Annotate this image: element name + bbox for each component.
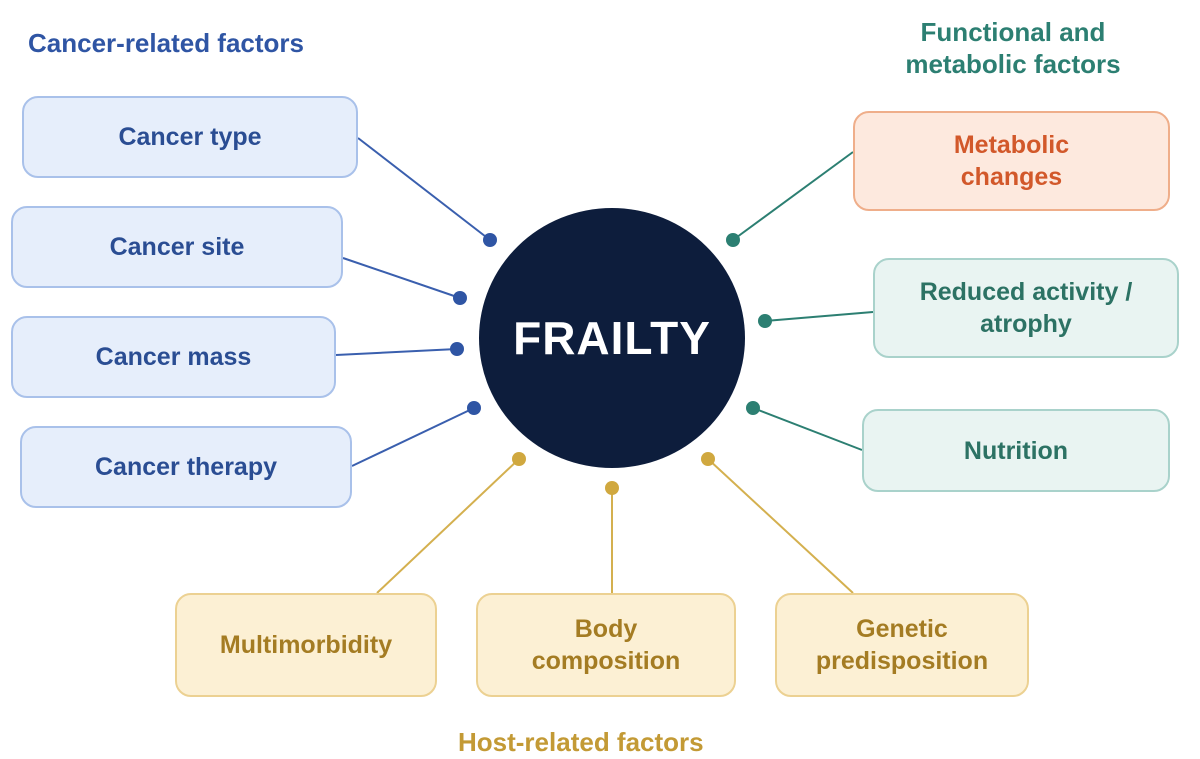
box-cancer-mass-label: Cancer mass	[95, 343, 252, 371]
box-cancer-mass: Cancer mass	[11, 316, 336, 398]
box-body-line1: Body	[574, 615, 638, 643]
heading-host-related: Host-related factors	[458, 727, 704, 757]
box-genetic-line1: Genetic	[856, 615, 948, 643]
box-nutrition: Nutrition	[862, 409, 1170, 492]
box-multimorbidity-label: Multimorbidity	[219, 631, 393, 659]
frailty-hub: FRAILTY	[479, 208, 745, 468]
box-cancer-type: Cancer type	[22, 96, 358, 178]
connector-nutrition	[752, 407, 863, 451]
connector-dot-nutrition	[746, 401, 760, 415]
heading-cancer-related: Cancer-related factors	[28, 28, 304, 58]
box-cancer-type-label: Cancer type	[118, 123, 262, 151]
connector-dot-body-composition	[605, 481, 619, 495]
connector-dot-multimorbidity	[512, 452, 526, 466]
connector-metabolic	[732, 151, 854, 241]
box-body-line2: composition	[531, 647, 681, 675]
box-multimorbidity: Multimorbidity	[175, 593, 437, 697]
heading-functional-line2: metabolic factors	[905, 49, 1121, 79]
connector-dot-cancer-type	[483, 233, 497, 247]
connector-dot-activity	[758, 314, 772, 328]
box-activity-line2: atrophy	[980, 310, 1072, 338]
box-cancer-site-label: Cancer site	[109, 233, 245, 261]
connector-genetic	[707, 458, 854, 594]
box-genetic-predisposition: Genetic predisposition	[775, 593, 1029, 697]
connector-dot-cancer-site	[453, 291, 467, 305]
connector-dot-cancer-mass	[450, 342, 464, 356]
box-genetic-line2: predisposition	[815, 647, 989, 675]
connector-cancer-mass	[335, 348, 458, 356]
connector-dot-genetic	[701, 452, 715, 466]
box-metabolic-changes: Metabolic changes	[853, 111, 1170, 211]
connector-dot-metabolic	[726, 233, 740, 247]
connector-cancer-therapy	[351, 407, 475, 467]
box-reduced-activity: Reduced activity / atrophy	[873, 258, 1179, 358]
heading-functional-line1: Functional and	[920, 17, 1106, 47]
connector-multimorbidity	[376, 458, 520, 594]
box-cancer-site: Cancer site	[11, 206, 343, 288]
box-metabolic-line2: changes	[960, 163, 1063, 191]
heading-functional-metabolic: Functional and metabolic factors	[884, 16, 1142, 80]
box-body-composition: Body composition	[476, 593, 736, 697]
box-cancer-therapy: Cancer therapy	[20, 426, 352, 508]
connector-activity	[764, 311, 874, 322]
frailty-label: FRAILTY	[513, 312, 711, 364]
box-metabolic-line1: Metabolic	[953, 131, 1070, 159]
connector-dot-cancer-therapy	[467, 401, 481, 415]
connector-cancer-site	[342, 257, 461, 299]
connector-cancer-type	[357, 137, 491, 241]
box-nutrition-label: Nutrition	[963, 436, 1069, 465]
box-activity-line1: Reduced activity /	[919, 278, 1133, 306]
box-cancer-therapy-label: Cancer therapy	[94, 453, 278, 481]
